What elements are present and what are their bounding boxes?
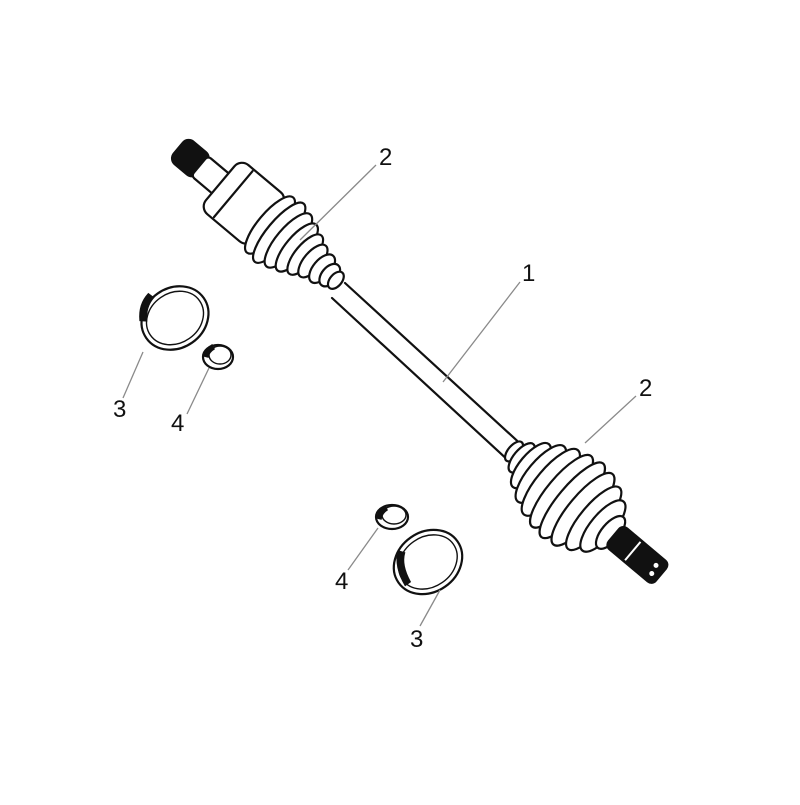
callout-3-bottom-clamp: 3 [410, 626, 424, 653]
callout-3-left-clamp: 3 [113, 396, 127, 423]
small-clamp-bottom-icon [374, 503, 410, 531]
drive-shaft-icon [330, 281, 527, 464]
callout-1-drive-shaft: 1 [522, 260, 536, 287]
outer-cv-joint-icon [503, 440, 669, 584]
small-clamp-left-icon [201, 343, 235, 371]
inner-cv-joint-icon [170, 138, 345, 290]
callout-4-bottom-clamp: 4 [335, 568, 349, 595]
leader-lines [122, 164, 637, 627]
large-clamp-bottom-icon [392, 528, 464, 596]
callout-2-outer-boot: 2 [639, 375, 653, 402]
callout-4-left-clamp: 4 [171, 410, 185, 437]
callout-2-inner-boot: 2 [379, 144, 393, 171]
large-clamp-left-icon [139, 285, 210, 351]
